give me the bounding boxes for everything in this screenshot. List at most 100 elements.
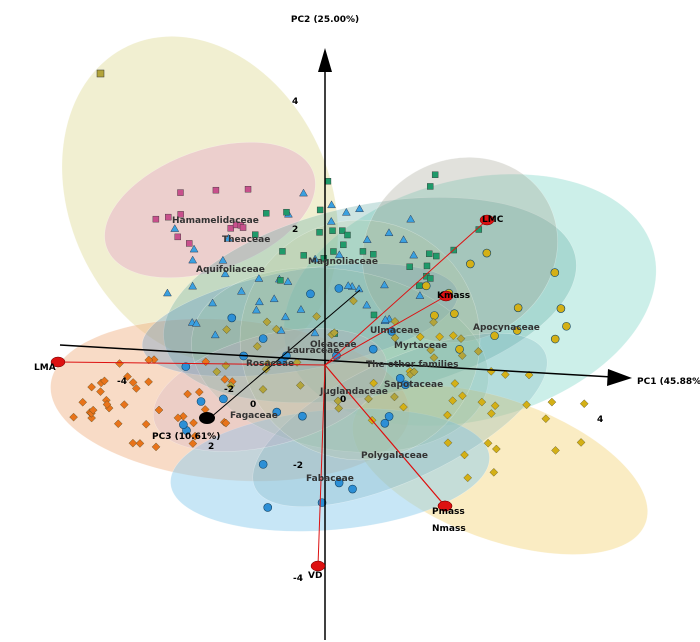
data-point <box>227 225 234 232</box>
data-point <box>457 351 467 360</box>
pc3-tick-label: -2 <box>224 385 234 395</box>
data-point <box>426 345 435 355</box>
family-ellipse <box>104 141 316 279</box>
data-point <box>189 418 198 428</box>
trait-vector-label: LMC <box>482 215 504 225</box>
data-point <box>128 378 138 387</box>
data-point <box>151 442 161 452</box>
data-point <box>427 183 434 190</box>
data-point <box>258 385 268 394</box>
data-point <box>69 412 78 422</box>
data-point <box>141 419 151 429</box>
data-point <box>399 235 408 243</box>
data-point <box>458 391 467 401</box>
data-point <box>87 413 96 423</box>
data-point <box>181 362 191 371</box>
data-point <box>556 304 566 313</box>
trait-vector-head <box>438 290 454 302</box>
data-point <box>123 372 132 381</box>
family-label: Ulmaceae <box>370 326 419 336</box>
data-point <box>334 478 344 488</box>
data-point <box>426 250 433 257</box>
family-ellipse <box>163 197 577 403</box>
data-point <box>456 334 466 343</box>
data-point <box>252 231 259 238</box>
data-point <box>512 326 522 335</box>
trait-vector-line <box>324 364 446 507</box>
data-point <box>324 177 332 185</box>
data-point <box>409 367 419 377</box>
data-point <box>354 284 364 293</box>
data-point <box>254 274 264 282</box>
data-point <box>448 396 457 405</box>
data-point <box>306 289 315 299</box>
family-confidence-ellipses <box>50 36 657 555</box>
data-point <box>113 419 123 429</box>
data-point <box>343 281 353 289</box>
data-point <box>576 438 586 447</box>
data-point <box>362 300 372 309</box>
data-point <box>102 400 112 409</box>
data-point <box>370 311 378 319</box>
data-point <box>258 460 268 469</box>
data-point <box>263 210 270 217</box>
data-point <box>551 446 560 455</box>
data-point <box>208 298 217 307</box>
data-point <box>450 309 459 318</box>
pc1-tick-label: 4 <box>597 415 603 425</box>
family-ellipse <box>61 36 339 364</box>
data-point <box>152 215 160 223</box>
data-point <box>364 394 373 404</box>
data-point <box>501 370 510 379</box>
trait-vector-label: Pmass <box>432 507 465 517</box>
data-point <box>239 224 247 231</box>
trait-vector-line <box>57 361 326 366</box>
data-point <box>252 305 261 314</box>
data-point <box>409 250 419 259</box>
data-point <box>427 275 434 282</box>
data-point <box>227 313 237 323</box>
pc3-tick-label: 2 <box>208 442 214 452</box>
family-label: Sapotaceae <box>384 380 443 390</box>
family-label: The other families <box>366 360 458 370</box>
data-point <box>144 377 153 387</box>
data-point <box>173 413 183 423</box>
pc2-axis-label: PC2 (25.00%) <box>291 15 359 25</box>
data-point <box>487 409 496 418</box>
data-point <box>443 438 453 448</box>
pc2-tick-label: -2 <box>293 461 303 471</box>
family-label: Apocynaceae <box>473 323 540 333</box>
data-point <box>430 311 439 320</box>
data-point <box>492 444 501 454</box>
data-point <box>320 255 328 262</box>
data-point <box>312 312 321 321</box>
data-point <box>222 325 231 334</box>
data-point <box>370 251 377 258</box>
data-point <box>96 387 105 396</box>
data-point <box>355 204 364 212</box>
data-point <box>401 380 410 390</box>
family-label: Lauraceae <box>287 346 339 356</box>
data-point <box>165 213 172 221</box>
data-point <box>341 207 351 216</box>
data-point <box>119 400 129 409</box>
data-point <box>344 231 351 239</box>
data-point <box>279 248 286 255</box>
data-point <box>132 384 141 393</box>
data-point <box>196 397 206 406</box>
data-point <box>327 200 336 209</box>
data-point <box>406 214 416 223</box>
trait-vector-head <box>437 500 453 512</box>
data-point <box>296 381 305 390</box>
data-point <box>283 277 293 285</box>
pc2-tick-label: 2 <box>292 225 298 235</box>
data-point <box>541 414 551 423</box>
data-point <box>244 186 252 193</box>
data-point <box>310 328 320 337</box>
data-point <box>258 334 268 343</box>
trait-vector-label: Nmass <box>432 524 466 534</box>
data-point <box>359 248 367 255</box>
family-label: Hamamelidaceae <box>172 216 259 226</box>
data-point <box>460 450 469 460</box>
family-ellipse <box>239 219 481 461</box>
